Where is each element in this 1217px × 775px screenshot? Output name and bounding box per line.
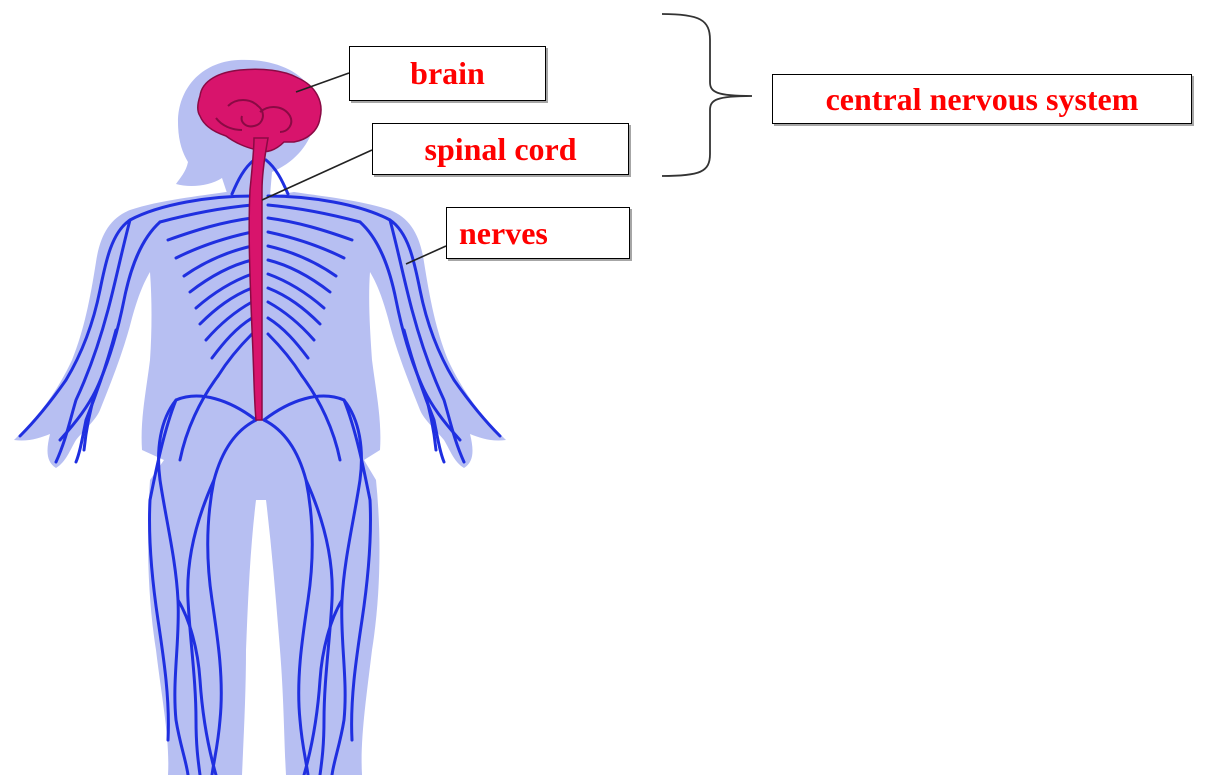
nerves-label: nerves	[446, 207, 630, 259]
central-nervous-system-brace	[662, 14, 752, 176]
spinal-cord-label: spinal cord	[372, 123, 629, 175]
brain-label: brain	[349, 46, 546, 101]
central-nervous-system-label: central nervous system	[772, 74, 1192, 124]
